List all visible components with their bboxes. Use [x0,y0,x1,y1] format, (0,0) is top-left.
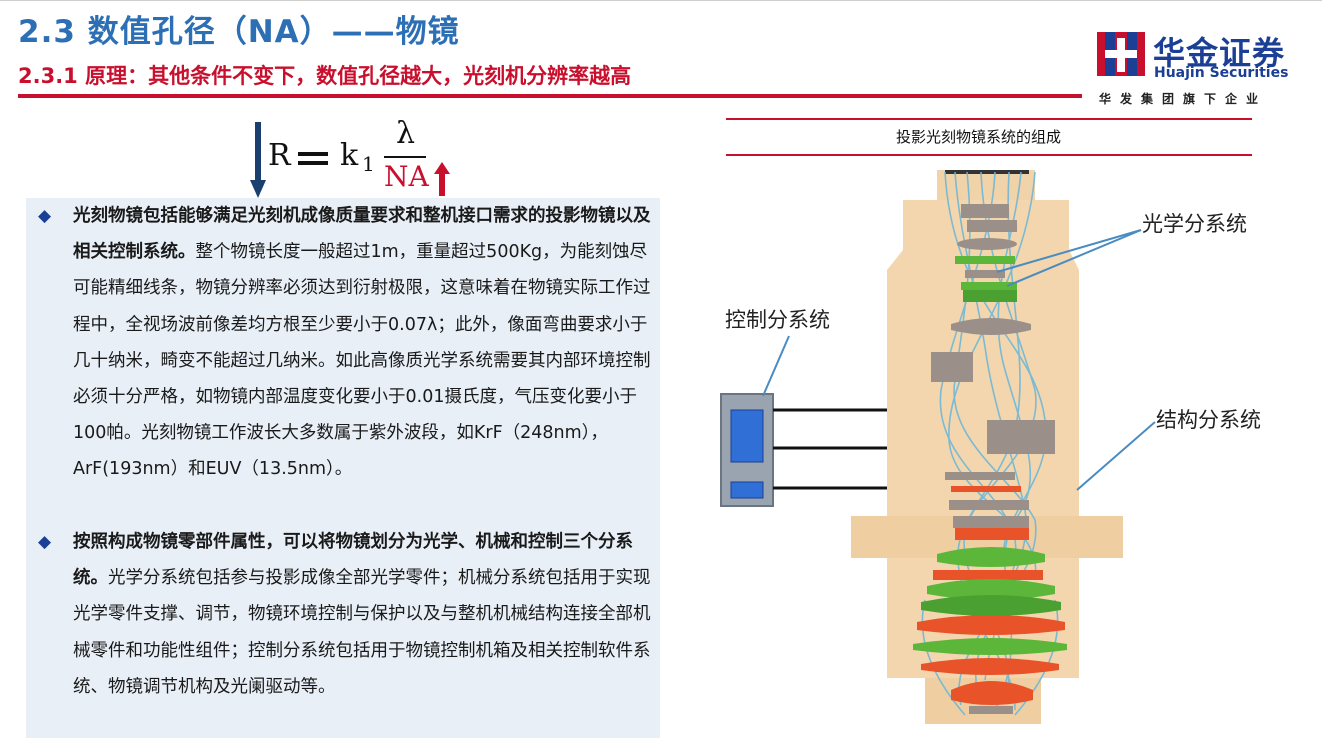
projection-objective-diagram [720,170,1156,724]
control-cabinet [720,393,887,507]
formula-fraction-bar [384,156,426,158]
logo-name-cn: 华金证券 [1153,34,1286,72]
bullet-paragraph-1: 光刻物镜包括能够满足光刻机成像质量要求和整机接口需求的投影物镜以及相关控制系统。… [73,198,653,488]
bullet-2-lead: 按照构成物镜零部件属性，可以将物镜划分为光学、机械和控制三个分系统。 [73,532,633,589]
bullet-1-lead: 光刻物镜包括能够满足光刻机成像质量要求和整机接口需求的投影物镜以及相关控制系统。 [73,206,651,263]
formula-na: NA [384,160,429,193]
formula-equals-top [298,152,328,156]
logo-tagline: 华发集团旗下企业 [1099,92,1268,106]
huajin-logo-icon [1097,32,1145,76]
diagram-rule-top [726,118,1252,120]
page-title: 2.3 数值孔径（NA）——物镜 [18,14,460,50]
diagram-title: 投影光刻物镜系统的组成 [896,128,1062,146]
arrow-down-icon [250,122,266,198]
logo-name-en: Huajin Securities [1154,65,1289,81]
formula-equals-bottom [298,161,328,165]
formula-resolution: R [268,138,291,173]
diagram-rule-bottom [726,154,1252,156]
formula-k-subscript: 1 [362,152,375,176]
arrow-up-icon [434,162,450,196]
formula-lambda: λ [396,116,416,151]
top-border [0,0,1322,1]
label-control-subsystem: 控制分系统 [725,308,830,332]
resolution-formula: R k 1 λ NA [250,112,470,198]
bullet-2-text: 光学分系统包括参与投影成像全部光学零件；机械分系统包括用于实现光学零件支撑、调节… [73,568,651,697]
bullet-1-text: 整个物镜长度一般超过1m，重量超过500Kg，为能刻蚀尽可能精细线条，物镜分辨率… [73,242,651,480]
bullet-paragraph-2: 按照构成物镜零部件属性，可以将物镜划分为光学、机械和控制三个分系统。光学分系统包… [73,524,653,705]
label-structural-subsystem: 结构分系统 [1156,408,1261,432]
formula-k: k [340,138,359,173]
page-subtitle: 2.3.1 原理：其他条件不变下，数值孔径越大，光刻机分辨率越高 [18,64,632,88]
optical-elements [913,204,1067,714]
company-logo: 华金证券 Huajin Securities 华发集团旗下企业 [1097,28,1307,108]
label-optical-subsystem: 光学分系统 [1142,212,1247,236]
callout-lines [762,229,1156,491]
subtitle-divider [18,94,1082,98]
description-panel: ◆ 光刻物镜包括能够满足光刻机成像质量要求和整机接口需求的投影物镜以及相关控制系… [26,198,660,738]
diamond-bullet-icon: ◆ [38,532,52,552]
diamond-bullet-icon: ◆ [38,206,52,226]
